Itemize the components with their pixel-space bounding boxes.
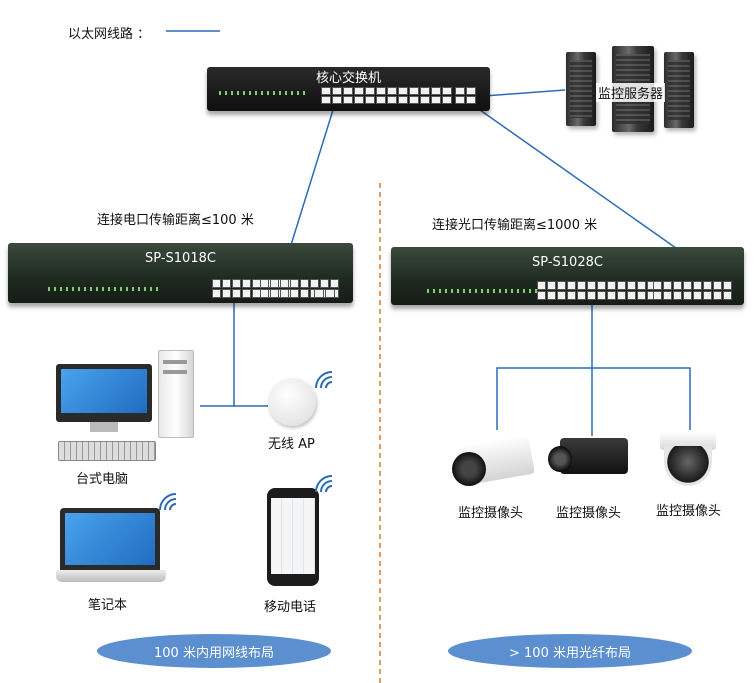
link-left-devices <box>200 300 235 407</box>
left-pill: 100 米内用网线布局 <box>97 634 331 668</box>
link-core-server <box>483 89 566 97</box>
right-switch-model: SP-S1028C <box>532 255 603 270</box>
phone-wifi-icon <box>315 475 333 493</box>
ap-icon <box>268 378 316 426</box>
left-distance-label: 连接电口传输距离≤100 米 <box>97 213 254 228</box>
camera-1-label: 监控摄像头 <box>458 506 524 521</box>
core-switch: 核心交换机 <box>207 67 490 111</box>
phone-label: 移动电话 <box>264 600 317 615</box>
camera-3-label: 监控摄像头 <box>656 504 722 519</box>
ap-label: 无线 AP <box>268 437 315 452</box>
camera-2-label: 监控摄像头 <box>556 506 622 521</box>
legend-label: 以太网线路 ： <box>68 27 151 42</box>
desktop-label: 台式电脑 <box>76 472 129 487</box>
server-label: 监控服务器 <box>596 83 666 102</box>
left-switch: SP-S1018C <box>8 243 353 303</box>
right-pill: > 100 米用光纤布局 <box>448 634 692 668</box>
right-distance-label: 连接光口传输距离≤1000 米 <box>432 218 598 233</box>
link-camera-bus <box>496 367 691 430</box>
core-switch-label: 核心交换机 <box>315 71 381 86</box>
left-switch-model: SP-S1018C <box>145 251 216 266</box>
ap-wifi-icon <box>315 371 333 389</box>
laptop-wifi-icon <box>159 493 177 511</box>
right-switch: SP-S1028C <box>391 247 744 305</box>
laptop-label: 笔记本 <box>88 598 128 613</box>
